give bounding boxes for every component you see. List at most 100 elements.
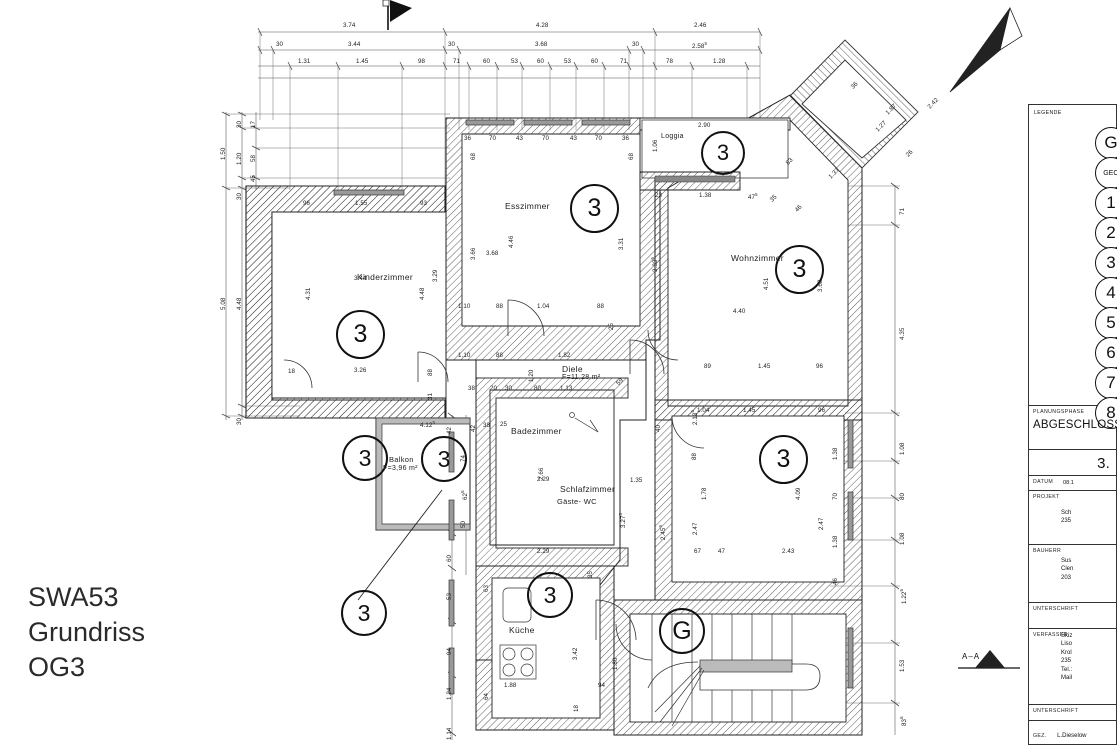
dim-bad-229b: 2.29 xyxy=(537,548,550,555)
dim-ez-366: 3.66 xyxy=(470,247,477,260)
dim-bl-94: 94 xyxy=(446,647,453,655)
dim-bad-229: 2.29 xyxy=(537,476,550,483)
section-marker-aa xyxy=(958,650,1020,669)
sheet-label: SWA53 Grundriss OG3 xyxy=(28,580,145,685)
legend-item-g[interactable]: G xyxy=(1095,127,1117,159)
dim-top3-11: 78 xyxy=(666,58,674,65)
dim-ku-18: 18 xyxy=(573,704,580,712)
bubble-schlafzimmer[interactable]: 3 xyxy=(759,435,808,484)
bubble-esszimmer[interactable]: 3 xyxy=(570,184,619,233)
dim-left-30a: 30 xyxy=(236,120,243,128)
dim-kz-31: 31 xyxy=(427,392,434,400)
dim-sz-46: 46 xyxy=(832,577,839,585)
unterschrift-section-2: UNTERSCHRIFT xyxy=(1029,705,1116,721)
dim-sz-70: 70 xyxy=(832,492,839,500)
datum-caption: DATUM xyxy=(1033,479,1054,485)
dim-ez-70c: 70 xyxy=(595,135,603,142)
room-label-kueche: Küche xyxy=(509,625,535,635)
verfasser-caption: VERFASSER xyxy=(1033,632,1068,638)
verfasser-line-4: 235 xyxy=(1061,658,1072,665)
bauherr-line-1: Sus xyxy=(1061,558,1072,564)
bauherr-line-3: 203 xyxy=(1061,574,1072,581)
bubble-kueche[interactable]: 3 xyxy=(527,572,573,618)
dim-ez-182: 1.82 xyxy=(558,352,571,359)
dim-ez-36a: 36 xyxy=(464,135,472,142)
dim-top3-8: 53 xyxy=(564,58,572,65)
legend-item-4[interactable]: 4 xyxy=(1095,277,1117,309)
dim-top3-7: 60 xyxy=(537,58,545,65)
dim-sz-178: 1.78 xyxy=(701,487,708,500)
bubble-wohnzimmer[interactable]: 3 xyxy=(775,245,824,294)
dim-ez-110b: 1.10 xyxy=(458,352,471,359)
bubble-kinderzimmer[interactable]: 3 xyxy=(336,310,385,359)
scale-section: 3. xyxy=(1029,450,1116,476)
title-block: LEGENDE G GEO 1 2 3 4 5 6 7 8 PLANUNGSPH… xyxy=(1028,104,1117,745)
room-label-esszimmer: Esszimmer xyxy=(505,201,550,211)
bubble-stair-geo[interactable]: G xyxy=(659,608,705,654)
bubble-balkon-leader[interactable]: 3 xyxy=(341,590,387,636)
scale-value: 3. xyxy=(1097,455,1110,472)
dim-right-153: 1.53 xyxy=(899,659,906,672)
legend-item-6[interactable]: 6 xyxy=(1095,337,1117,369)
projekt-line-2: 235 xyxy=(1061,518,1072,525)
legend-item-7[interactable]: 7 xyxy=(1095,367,1117,399)
dim-top2-5: 30 xyxy=(632,41,640,48)
dim-sz-145: 1.45 xyxy=(743,407,756,414)
dim-ku-35: 35 xyxy=(587,570,594,578)
legend-item-2[interactable]: 2 xyxy=(1095,217,1117,249)
dim-bl-53: 53 xyxy=(446,592,453,600)
dim-top3-3: 98 xyxy=(418,58,426,65)
bubble-diele[interactable]: 3 xyxy=(421,436,467,482)
dim-ku-94: 94 xyxy=(598,682,606,689)
unterschrift-caption-2: UNTERSCHRIFT xyxy=(1033,708,1079,714)
dim-sz-409: 4.09 xyxy=(795,487,802,500)
planungsphase-caption: PLANUNGSPHASE xyxy=(1033,409,1085,415)
dim-diele-80: 80 xyxy=(534,385,542,392)
room-area-diele: F=11,28 m² xyxy=(562,374,601,381)
room-label-balkon: Balkon xyxy=(389,455,414,464)
dim-ku-180: 1.80 xyxy=(612,657,619,670)
dim-kz-18: 18 xyxy=(288,368,296,375)
planungsphase-value: ABGESCHLOSS xyxy=(1033,419,1117,431)
verfasser-line-2: Liso xyxy=(1061,641,1073,648)
dim-diele-30: 30 xyxy=(505,385,513,392)
dim-left-45: 45 xyxy=(250,174,257,182)
dim-right-122: 1.225 xyxy=(899,589,909,604)
dim-top3-12: 1.28 xyxy=(713,58,726,65)
dim-top2-3: 30 xyxy=(448,41,456,48)
dim-wz-145: 1.45 xyxy=(758,363,771,370)
bauherr-section: BAUHERR Sus Clen 203 xyxy=(1029,545,1116,603)
dim-ez-68a: 68 xyxy=(470,152,477,160)
dim-wz-23: 23 xyxy=(655,192,663,199)
verfasser-line-3: Krol xyxy=(1061,649,1072,656)
legend-item-3[interactable]: 3 xyxy=(1095,247,1117,279)
section-marker-bb xyxy=(382,0,412,30)
dim-sz-67: 67 xyxy=(694,548,702,555)
dim-sz-245: 2.455 xyxy=(658,525,668,540)
room-label-schlafzimmer: Schlafzimmer xyxy=(560,484,616,494)
dim-ez-110a: 1.10 xyxy=(458,303,471,310)
dim-left-508: 5.08 xyxy=(220,297,227,310)
bubble-badezimmer[interactable]: 3 xyxy=(342,435,388,481)
dim-top2-4: 3.68 xyxy=(535,41,548,48)
dim-wz-47: 475 xyxy=(748,192,758,202)
legend-item-1[interactable]: 1 xyxy=(1095,187,1117,219)
gez-caption: GEZ. xyxy=(1033,733,1047,739)
dim-sz-247: 2.47 xyxy=(692,522,699,535)
room-label-badezimmer: Badezimmer xyxy=(511,426,562,436)
dim-bl-62: 625 xyxy=(460,490,470,500)
dim-ku-342: 3.42 xyxy=(572,647,579,660)
room-area-balkon: F=3,96 m² xyxy=(383,465,418,472)
bubble-loggia[interactable]: 3 xyxy=(701,131,745,175)
dim-wz-89: 89 xyxy=(704,363,712,370)
dim-misc-213: 2.135 xyxy=(690,410,700,425)
dim-ez-43a: 43 xyxy=(516,135,524,142)
north-arrow xyxy=(949,6,1023,93)
dim-top-3: 2.46 xyxy=(694,22,707,29)
dim-top3-4: 71 xyxy=(453,58,461,65)
legend-item-geo[interactable]: GEO xyxy=(1095,157,1117,189)
legend-item-5[interactable]: 5 xyxy=(1095,307,1117,339)
dim-top-2: 4.28 xyxy=(536,22,549,29)
dim-kz-329: 3.29 xyxy=(432,269,439,282)
